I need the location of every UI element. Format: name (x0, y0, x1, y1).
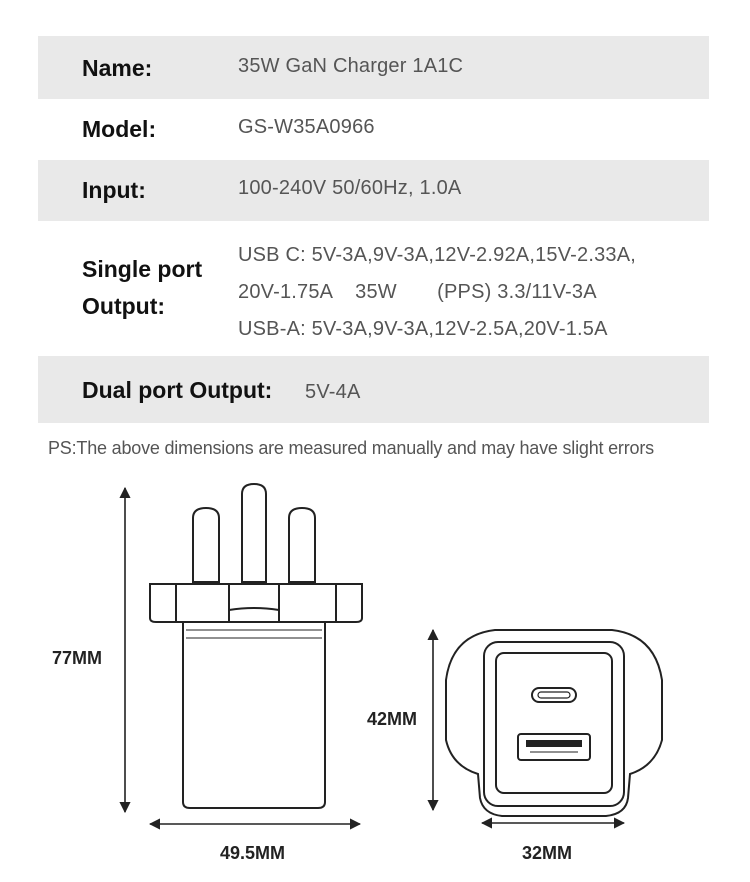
spec-row-name: Name: 35W GaN Charger 1A1C (38, 36, 709, 99)
single-port-label-line1: Single port (82, 256, 203, 282)
single-port-value: USB C: 5V-3A,9V-3A,12V-2.92A,15V-2.33A, … (238, 237, 636, 348)
plug-flange (149, 583, 363, 623)
usb-a-port (517, 733, 591, 761)
spec-row-single-port: Single port Output: USB C: 5V-3A,9V-3A,1… (38, 221, 709, 356)
single-port-line-usba: USB-A: 5V-3A,9V-3A,12V-2.5A,20V-1.5A (238, 318, 608, 340)
face-height-dimension-label: 42MM (367, 709, 418, 729)
single-port-label: Single port Output: (82, 251, 202, 325)
model-value: GS-W35A0966 (238, 116, 375, 138)
name-value: 35W GaN Charger 1A1C (238, 55, 464, 77)
input-label: Input: (82, 177, 146, 203)
plug-pins (192, 482, 316, 583)
spec-table: Name: 35W GaN Charger 1A1C Model: GS-W35… (38, 36, 709, 423)
height-dimension-label: 77MM (52, 648, 103, 668)
spec-row-model: Model: GS-W35A0966 (38, 99, 709, 160)
spec-row-input: Input: 100-240V 50/60Hz, 1.0A (38, 160, 709, 221)
usb-c-port (531, 687, 577, 703)
name-label: Name: (82, 55, 153, 81)
measurement-note: PS:The above dimensions are measured man… (48, 438, 654, 458)
width-dimension-label: 49.5MM (220, 843, 286, 863)
model-label: Model: (82, 116, 157, 142)
single-port-line-pps: 20V-1.75A 35W (PPS) 3.3/11V-3A (238, 281, 597, 303)
charger-front-view (445, 629, 663, 817)
charger-dimension-drawing (119, 482, 663, 830)
single-port-label-line2: Output: (82, 293, 166, 319)
input-value: 100-240V 50/60Hz, 1.0A (238, 177, 462, 199)
charger-body-side (182, 621, 326, 809)
face-width-dimension-label: 32MM (522, 843, 573, 863)
spec-row-dual-port: Dual port Output: 5V-4A (38, 356, 709, 423)
single-port-line-usbc: USB C: 5V-3A,9V-3A,12V-2.92A,15V-2.33A, (238, 244, 637, 266)
dual-port-value: 5V-4A (305, 381, 361, 403)
dual-port-label: Dual port Output: (82, 377, 273, 403)
